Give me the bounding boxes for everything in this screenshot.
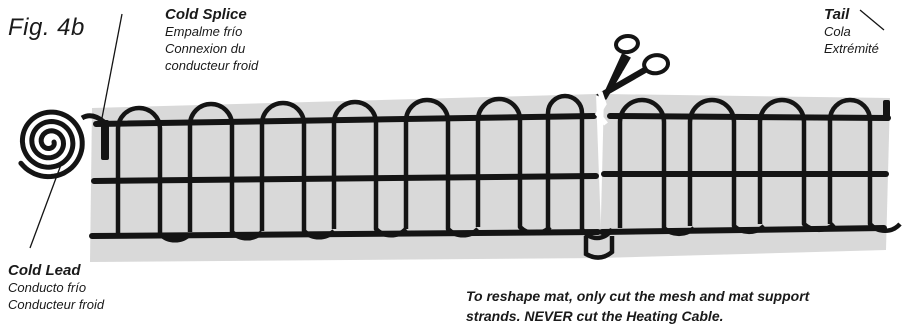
support-strand-bottom-right (599, 225, 887, 235)
cold-splice-leader (101, 13, 123, 119)
tail-line-fr: Extrémité (824, 41, 879, 56)
figure-label: Fig. 4b (8, 14, 85, 41)
cold-splice-line-fr-2: conducteur froid (165, 58, 259, 73)
cable-gap-crossing (583, 236, 615, 260)
support-strand-middle-left (91, 173, 599, 184)
coiled-cold-lead-icon (18, 109, 85, 180)
cable-loop (187, 101, 264, 241)
tail-end (883, 100, 890, 120)
cold-lead-leader (29, 161, 63, 249)
cold-splice-fitting (101, 120, 109, 160)
cold-splice-line-es: Empalme frío (165, 24, 243, 39)
tail-leader (859, 9, 885, 31)
cold-lead-to-splice (80, 113, 106, 124)
cut-instruction-line-1: To reshape mat, only cut the mesh and ma… (466, 288, 810, 304)
cold-splice-line-fr-1: Connexion du (165, 41, 246, 56)
cut-instruction: To reshape mat, only cut the mesh and ma… (466, 286, 896, 326)
scissors-icon (595, 33, 671, 101)
callout-leader-lines (29, 9, 885, 249)
mat-support-strands (89, 113, 891, 239)
tail-line-es: Cola (824, 24, 851, 39)
cold-lead-line-es: Conducto frío (8, 280, 87, 295)
cold-lead-callout: Cold Lead Conducto frío Conducteur froid (8, 262, 104, 313)
cable-loop (827, 97, 902, 234)
cold-splice-title: Cold Splice (165, 6, 247, 23)
cold-lead-line-fr: Conducteur froid (8, 297, 105, 312)
cold-lead-title: Cold Lead (8, 262, 81, 279)
cable-loop (545, 93, 614, 241)
cold-splice-callout: Cold Splice Empalme frío Connexion du co… (165, 6, 258, 74)
cut-instruction-line-2: strands. NEVER cut the Heating Cable. (466, 308, 724, 324)
cable-loop (115, 105, 192, 243)
support-strand-bottom-left (89, 229, 601, 239)
tail-callout: Tail Cola Extrémité (824, 6, 879, 57)
cable-loop (259, 100, 336, 240)
tail-title: Tail (824, 6, 850, 23)
support-strand-top-right (607, 113, 891, 121)
cut-gap (594, 91, 608, 126)
support-strand-top-left (93, 113, 597, 127)
